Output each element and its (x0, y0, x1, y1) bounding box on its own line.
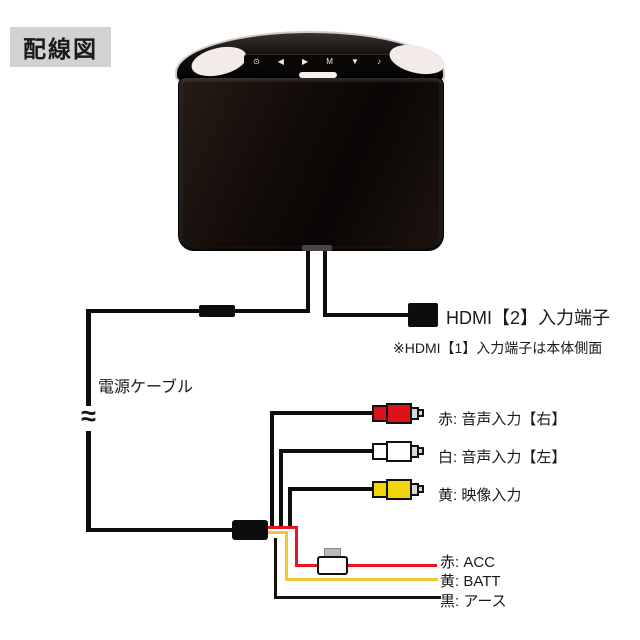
cable-break-symbol: ≈ (75, 403, 102, 431)
rca-tip (419, 409, 424, 417)
cable-outlet (302, 245, 332, 251)
page-title: 配線図 (10, 27, 111, 67)
rca-body (386, 402, 412, 424)
junction-box (232, 520, 268, 540)
rca-collar (372, 404, 386, 422)
rca-tip (419, 447, 424, 455)
play-icon: ▶ (302, 56, 309, 66)
acc-label: 赤: ACC (440, 554, 496, 571)
power-cable-bottom (86, 528, 236, 532)
hdmi-connector (408, 303, 438, 327)
rca-yellow-horizontal (288, 487, 374, 491)
batt-wire-h2 (285, 578, 438, 581)
right-cable-drop (323, 249, 327, 315)
ground-wire-h (274, 596, 441, 599)
rca-red-horizontal (270, 411, 374, 415)
acc-wire-h2 (295, 564, 437, 567)
rca-connector-white (372, 440, 424, 462)
monitor-body (178, 77, 444, 251)
power-cable-label: 電源ケーブル (98, 379, 194, 396)
left-cable-drop (306, 249, 310, 312)
mode-icon: M (326, 56, 333, 66)
hdmi-cable (323, 313, 410, 317)
rca-yellow-label: 黄: 映像入力 (438, 487, 522, 504)
rca-white-horizontal (279, 449, 374, 453)
rca-body (386, 440, 412, 462)
rca-white-vertical (279, 449, 283, 529)
rca-collar (372, 442, 386, 460)
rca-red-vertical (270, 411, 274, 529)
acc-wire-v (295, 526, 298, 566)
batt-wire-v (285, 531, 288, 580)
rca-connector-red (372, 402, 424, 424)
rca-connector-yellow (372, 478, 424, 500)
rca-ferrule (412, 482, 419, 496)
hdmi-label: HDMI【2】入力端子 (446, 308, 611, 328)
rca-ferrule (412, 406, 419, 420)
ground-label: 黒: アース (440, 593, 507, 610)
power-inline-connector (199, 305, 235, 317)
source-icon: ♪ (376, 56, 381, 66)
button-bar: ⊙ ◀ ▶ M ▼ ♪ (244, 54, 390, 69)
fuse-holder (317, 556, 348, 575)
down-icon: ▼ (350, 56, 359, 66)
latch-slot (299, 72, 337, 78)
rca-collar (372, 480, 386, 498)
hdmi-note: ※HDMI【1】入力端子は本体側面 (393, 340, 603, 356)
batt-wire-h1 (266, 531, 288, 534)
power-icon: ⊙ (253, 56, 260, 66)
rca-white-label: 白: 音声入力【左】 (438, 449, 567, 466)
batt-label: 黄: BATT (440, 573, 501, 590)
rca-body (386, 478, 412, 500)
power-cable-horizontal (86, 309, 310, 313)
rca-red-label: 赤: 音声入力【右】 (438, 411, 567, 428)
rca-ferrule (412, 444, 419, 458)
left-icon: ◀ (277, 56, 284, 66)
rca-yellow-vertical (288, 487, 292, 529)
acc-wire-h1 (266, 526, 298, 529)
ground-wire-v (274, 538, 277, 598)
rca-tip (419, 485, 424, 493)
